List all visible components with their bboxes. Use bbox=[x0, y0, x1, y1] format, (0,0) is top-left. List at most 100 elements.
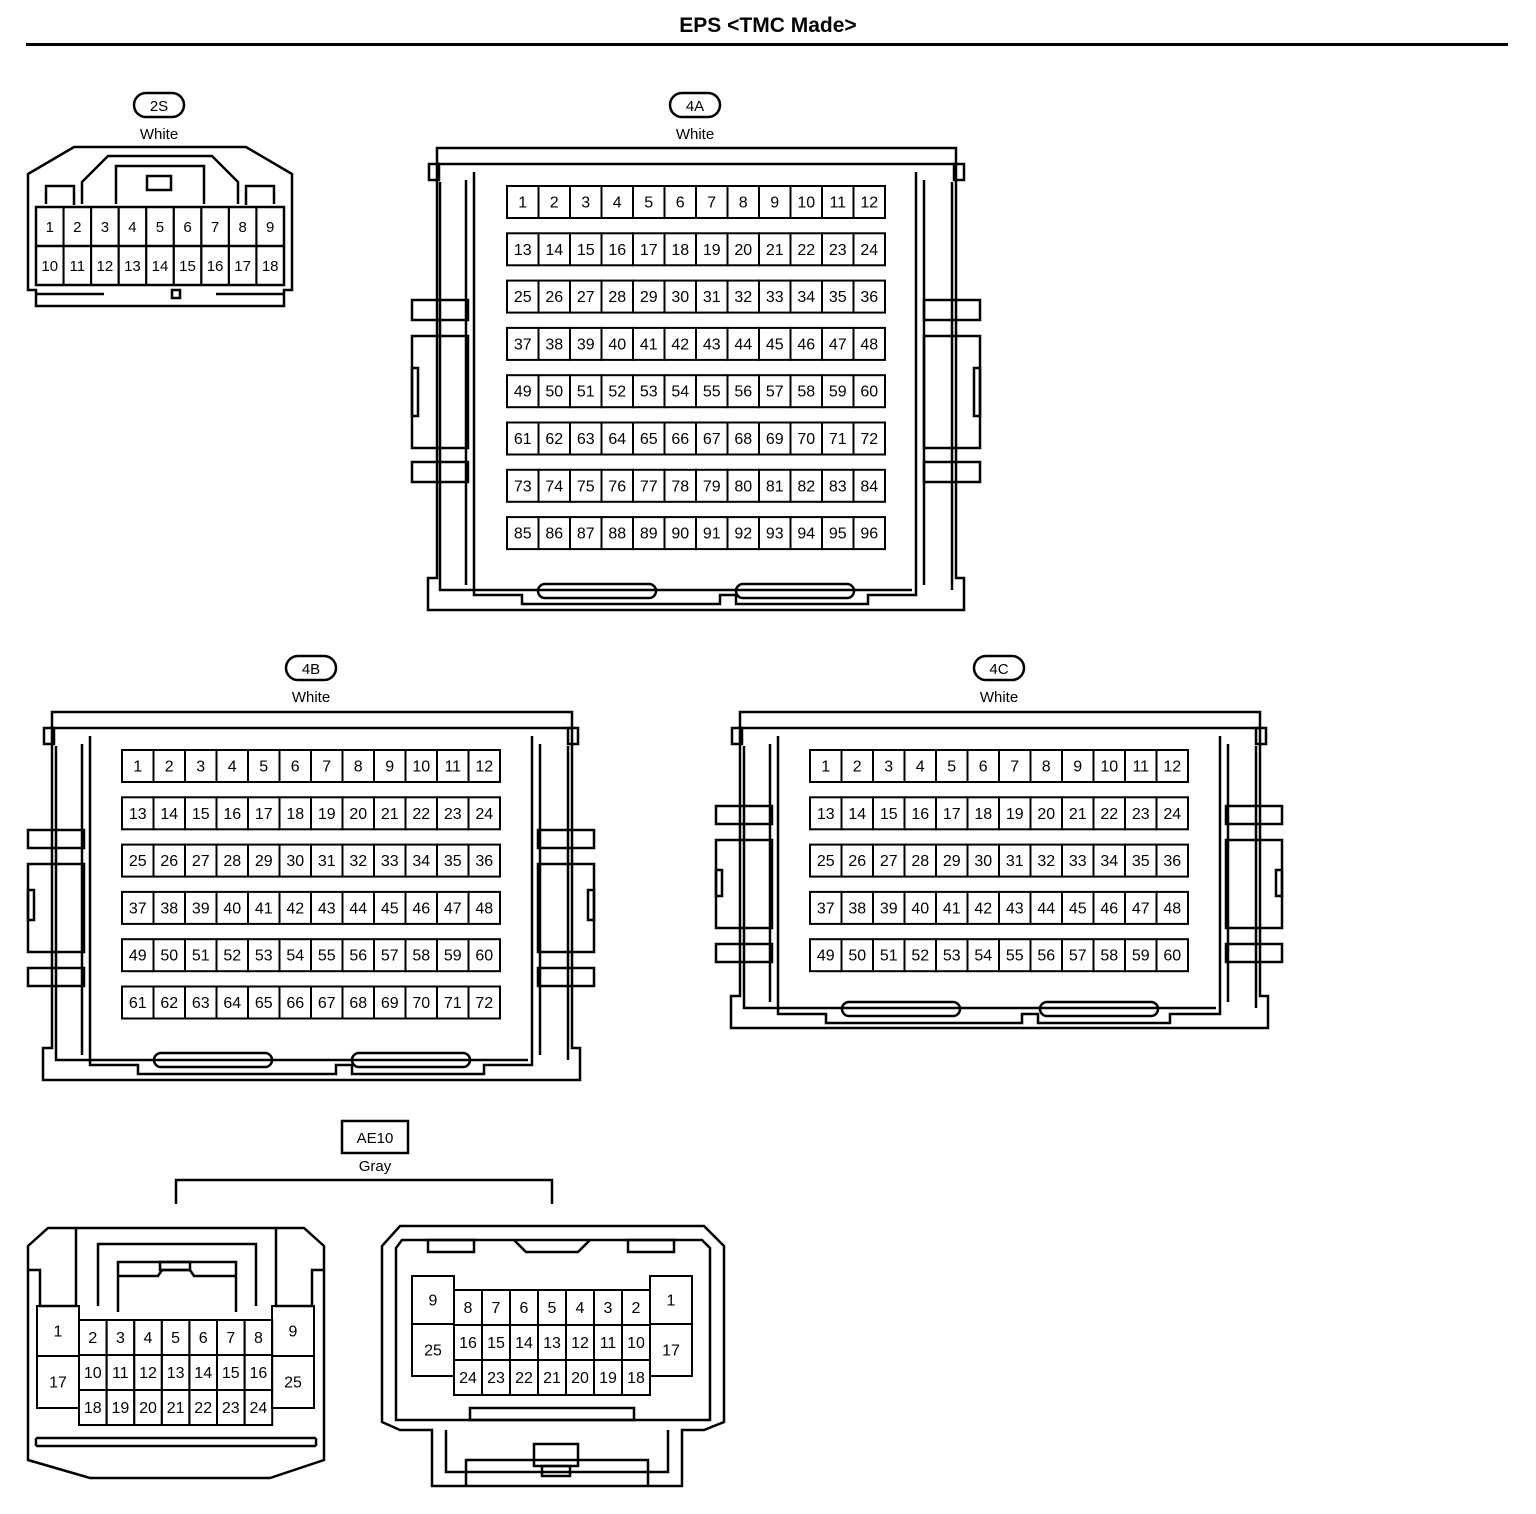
pin-4b-39: 39 bbox=[192, 900, 210, 917]
pin-ae10-left-22: 22 bbox=[194, 1400, 212, 1417]
connector-4c-color: White bbox=[980, 689, 1018, 706]
pin-4a-64: 64 bbox=[608, 431, 626, 448]
pin-4c-35: 35 bbox=[1132, 853, 1150, 870]
connector-ae10-right-bottom-slot bbox=[468, 1406, 636, 1422]
pin-4a-55: 55 bbox=[703, 384, 721, 401]
pin-ae10-left-24-cell bbox=[243, 1389, 274, 1426]
pin-4a-87: 87 bbox=[577, 526, 595, 543]
pin-ae10-right-13: 13 bbox=[543, 1335, 561, 1352]
pin-4a-15: 15 bbox=[577, 242, 595, 259]
connector-4a-code: 4A bbox=[686, 98, 704, 115]
connector-ae10-badge-frame bbox=[340, 1119, 410, 1155]
pin-4c-60: 60 bbox=[1163, 948, 1181, 965]
pin-4a-23: 23 bbox=[829, 242, 847, 259]
pin-4b-21: 21 bbox=[381, 806, 399, 823]
pin-4a-19: 19 bbox=[703, 242, 721, 259]
pin-4b-56: 56 bbox=[349, 948, 367, 965]
pin-4b-28: 28 bbox=[223, 853, 241, 870]
pin-ae10-left-25: 25 bbox=[284, 1375, 302, 1392]
pin-4b-58: 58 bbox=[412, 948, 430, 965]
pin-4a-96-cell bbox=[852, 516, 886, 551]
connector-ae10-left-housing bbox=[26, 1226, 326, 1480]
pin-4a-51: 51 bbox=[577, 384, 595, 401]
pin-4a-56: 56 bbox=[734, 384, 752, 401]
pin-4b-4: 4 bbox=[228, 759, 237, 776]
connector-4c-right-lock bbox=[1224, 838, 1284, 930]
pin-4b-11: 11 bbox=[444, 759, 461, 776]
connector-4a-left-tab-top bbox=[410, 298, 470, 322]
pin-4a-83: 83 bbox=[829, 478, 847, 495]
pin-ae10-left-20: 20 bbox=[139, 1400, 157, 1417]
pin-4b-72: 72 bbox=[475, 995, 493, 1012]
connector-4a-right-tab-bottom bbox=[922, 460, 982, 484]
pin-4a-12-cell bbox=[852, 185, 886, 219]
pin-4b-18: 18 bbox=[286, 806, 304, 823]
pin-ae10-right-21: 21 bbox=[543, 1370, 561, 1387]
connector-ae10-right-top-key-left bbox=[426, 1238, 476, 1254]
pin-4c-5: 5 bbox=[947, 759, 956, 776]
pin-4c-57: 57 bbox=[1069, 948, 1087, 965]
pin-4c-19: 19 bbox=[1006, 806, 1024, 823]
connector-4b-inner-wall bbox=[88, 736, 534, 1076]
pin-4b-9: 9 bbox=[385, 759, 394, 776]
connector-2s-latch-left bbox=[44, 184, 76, 205]
pin-4a-1: 1 bbox=[518, 195, 527, 212]
pin-4c-23: 23 bbox=[1132, 806, 1150, 823]
pin-ae10-right-16: 16 bbox=[459, 1335, 477, 1352]
pin-ae10-right-9: 9 bbox=[429, 1293, 438, 1310]
connector-4a-slot-left bbox=[536, 582, 658, 600]
pin-4c-29: 29 bbox=[943, 853, 961, 870]
connector-4c-slot-right bbox=[1038, 1000, 1160, 1018]
pin-4b-64: 64 bbox=[223, 995, 241, 1012]
pin-4c-27: 27 bbox=[880, 853, 898, 870]
pin-ae10-left-3: 3 bbox=[116, 1330, 125, 1347]
pin-4b-24: 24 bbox=[475, 806, 493, 823]
pin-4a-45: 45 bbox=[766, 336, 784, 353]
pin-ae10-left-10: 10 bbox=[84, 1365, 102, 1382]
pin-4c-16: 16 bbox=[911, 806, 929, 823]
pin-4b-31: 31 bbox=[318, 853, 336, 870]
pin-4c-41: 41 bbox=[943, 900, 961, 917]
connector-ae10-code: AE10 bbox=[357, 1130, 394, 1147]
pin-4c-44: 44 bbox=[1037, 900, 1055, 917]
pin-4c-49: 49 bbox=[817, 948, 835, 965]
pin-4a-91: 91 bbox=[703, 526, 721, 543]
pin-4b-12: 12 bbox=[475, 759, 493, 776]
pin-4c-31: 31 bbox=[1006, 853, 1024, 870]
pin-2s-18: 18 bbox=[262, 258, 279, 275]
pin-4b-60-cell bbox=[467, 938, 501, 973]
pin-ae10-left-9: 9 bbox=[289, 1324, 298, 1341]
pin-4b-55: 55 bbox=[318, 948, 336, 965]
pin-4a-85: 85 bbox=[514, 526, 532, 543]
pin-4c-18: 18 bbox=[974, 806, 992, 823]
connector-4a-left-tab-bottom bbox=[410, 460, 470, 484]
page-title: EPS <TMC Made> bbox=[679, 14, 857, 37]
pin-4b-1: 1 bbox=[133, 759, 142, 776]
pin-2s-2: 2 bbox=[73, 219, 81, 236]
pin-2s-6: 6 bbox=[183, 219, 191, 236]
pin-ae10-left-19: 19 bbox=[112, 1400, 130, 1417]
pin-4a-62: 62 bbox=[545, 431, 563, 448]
pin-4b-34: 34 bbox=[412, 853, 430, 870]
pin-4b-30: 30 bbox=[286, 853, 304, 870]
pin-4a-92: 92 bbox=[734, 526, 752, 543]
pin-4c-54: 54 bbox=[974, 948, 992, 965]
pin-ae10-right-23: 23 bbox=[487, 1370, 505, 1387]
pin-4c-47: 47 bbox=[1132, 900, 1150, 917]
pin-4a-43: 43 bbox=[703, 336, 721, 353]
pin-4c-10: 10 bbox=[1100, 759, 1118, 776]
pin-4a-84: 84 bbox=[860, 478, 878, 495]
pin-4a-60-cell bbox=[852, 374, 886, 409]
pin-ae10-right-17: 17 bbox=[662, 1343, 680, 1360]
pin-4b-40: 40 bbox=[223, 900, 241, 917]
pin-2s-5: 5 bbox=[156, 219, 164, 236]
pin-4a-25: 25 bbox=[514, 289, 532, 306]
pin-4c-14: 14 bbox=[848, 806, 866, 823]
pin-4c-51: 51 bbox=[880, 948, 898, 965]
pin-ae10-left-12: 12 bbox=[139, 1365, 157, 1382]
pin-4b-69: 69 bbox=[381, 995, 399, 1012]
pin-4c-15: 15 bbox=[880, 806, 898, 823]
